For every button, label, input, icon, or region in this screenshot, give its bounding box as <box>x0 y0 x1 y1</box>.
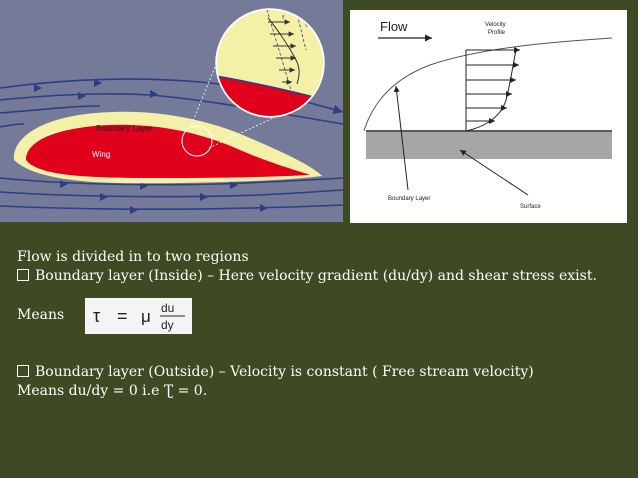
intro-line: Flow is divided in to two regions <box>17 249 249 265</box>
inside-boundary-text: Boundary layer (Inside) – Here velocity … <box>35 268 597 284</box>
wing-boundary-layer-diagram: Boundary Layer Wing y V <box>0 0 343 222</box>
flat-plate-boundary-layer-diagram: Flow Velocity Profile Boundary Layer Sur… <box>350 10 627 223</box>
boundary-layer-label: Boundary Layer <box>96 124 153 133</box>
magnifier-circle <box>181 125 213 157</box>
outside-boundary-text: Boundary layer (Outside) – Velocity is c… <box>35 364 534 380</box>
plate-surface <box>366 132 612 159</box>
wing-label: Wing <box>92 150 110 159</box>
means-label: Means <box>17 307 65 323</box>
profile-label: Profile <box>488 30 506 36</box>
formula-tau: τ <box>93 306 100 326</box>
surface-pointer <box>459 149 529 196</box>
formula-denominator: dy <box>161 318 174 332</box>
formula-mu: μ <box>141 307 151 326</box>
formula-equals: = <box>117 306 128 326</box>
checkbox-bullet-icon <box>17 269 29 281</box>
outside-boundary-line: Boundary layer (Outside) – Velocity is c… <box>17 364 534 380</box>
surface-callout: Surface <box>520 204 541 210</box>
zoomed-boundary-layer: y V <box>215 8 325 118</box>
zoom-guide-line-bottom <box>208 109 291 149</box>
zoom-guide-line-top <box>189 59 219 129</box>
checkbox-bullet-icon <box>17 365 29 377</box>
inside-boundary-line: Boundary layer (Inside) – Here velocity … <box>17 268 597 284</box>
velocity-label: Velocity <box>485 22 506 28</box>
boundary-layer-edge-curve <box>363 37 613 132</box>
means-zero-line: Means du/dy = 0 i.e Ʈ = 0. <box>17 383 208 399</box>
streamline-arrows <box>34 79 268 214</box>
zoom-label-v: V <box>305 23 309 29</box>
velocity-arrows <box>466 47 520 124</box>
shear-stress-formula: τ = μ du dy <box>85 298 192 334</box>
zoom-label-y: y <box>282 14 285 20</box>
formula-numerator: du <box>161 301 174 315</box>
wing-shape <box>26 124 310 178</box>
boundary-layer-callout: Boundary Layer <box>388 196 430 202</box>
boundary-layer-pointer <box>393 85 409 191</box>
flow-label: Flow <box>380 19 408 34</box>
